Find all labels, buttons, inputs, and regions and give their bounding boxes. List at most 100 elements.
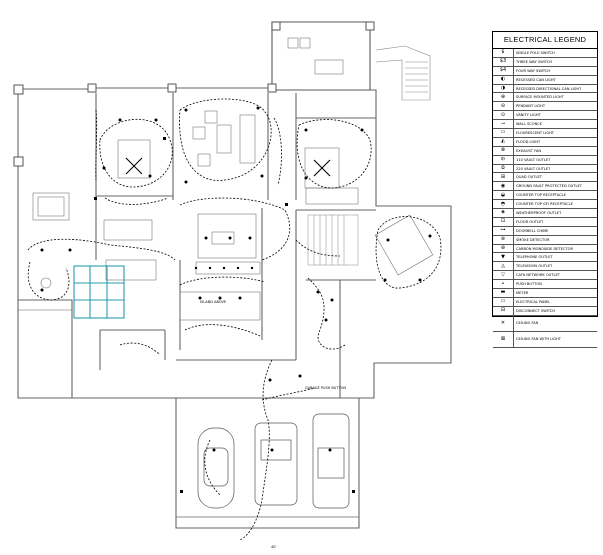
legend-label: SINGLE POLE SWITCH [516,50,555,55]
cars [197,413,350,509]
vanity-light-icon: ⊙ [493,111,514,120]
legend-row: ◒COUNTER TOP RECEPTACLE [493,191,597,201]
legend-label: CARBON MONOXIDE DETECTOR [516,246,573,251]
kitchen-counter [195,261,261,275]
columns [13,21,375,167]
dimension-note: 40' [271,545,277,549]
legend-row: ⊠CEILING FAN WITH LIGHT [493,331,597,348]
legend-row: ▼TELEPHONE OUTLET [493,253,597,263]
interior-stair [307,214,359,266]
legend-label: GROUND FAULT PROTECTED OUTLET [516,184,582,189]
quad-outlet-icon: ⊞ [493,173,514,182]
outlet-110v-icon: ⦶ [493,155,514,164]
three-way-switch-icon: $3 [493,57,514,66]
legend-row: ◈WEATHERPROOF OUTLET [493,209,597,218]
ceiling-fan-light-icon: ⊠ [493,331,514,347]
smoke-detector-icon: ⊚ [493,235,514,244]
weatherproof-outlet-icon: ◈ [493,209,514,217]
hot-tub [32,192,70,221]
porch-sofa [314,59,344,75]
legend-row: ◓COUNTER TOP GFI RECEPTACLE [493,200,597,210]
legend-label: RECESSED DIRECTIONAL CAN LIGHT [516,86,582,91]
island-note: ISLAND ABOVE [200,300,227,304]
legend-row: ⊶DOORBELL CHIME [493,226,597,236]
sofa [239,114,256,164]
single-pole-switch-icon: $ [493,49,514,57]
legend-label: COUNTER TOP RECEPTACLE [516,193,566,198]
truck-2 [254,422,298,506]
porch-top [271,21,371,91]
legend-label: 220 VAULT OUTLET [516,166,551,171]
legend-row: ⊕SURFACE MOUNTED LIGHT [493,93,597,103]
legend-label: FOUR WAY SWITCH [516,68,551,73]
truck-3 [312,413,350,509]
legend-label: CAT6 NETWORK OUTLET [516,273,560,278]
legend-title: ELECTRICAL LEGEND [493,32,597,49]
meter-icon: ▬ [493,289,514,297]
kitchen-island [197,213,257,259]
legend-row: ⊚SMOKE DETECTOR [493,235,597,245]
legend-row: ◬TELEVISION OUTLET [493,262,597,272]
directional-can-light-icon: ◑ [493,84,514,93]
legend-row: ▭FLOURESCENT LIGHT [493,129,597,138]
legend-row: ⊞QUAD OUTLET [493,173,597,183]
electrical-panel-icon: ▭ [493,297,514,306]
garage-push-button-note: GARAGE PUSH BUTTON [305,386,346,390]
selection-grid [73,265,125,319]
dining-table [105,259,157,281]
legend-row: ⊖PENDANT LIGHT [493,102,597,112]
outlet-220v-icon: ⦷ [493,164,514,173]
legend-label: PUSH BUTTON [516,282,542,287]
bed-left [117,139,151,179]
legend-label: FLOOD LIGHT [516,139,541,144]
legend-row: •PUSH BUTTON [493,280,597,290]
legend-label: SURFACE MOUNTED LIGHT [516,95,564,100]
legend-label: CEILING FAN [516,321,539,326]
legend-row: ✕CEILING FAN [493,315,597,332]
legend-label: COUNTER TOP GFI RECEPTACLE [516,202,573,207]
disconnect-switch-icon: ⊟ [493,306,514,315]
main-house-outline [17,21,452,529]
fluorescent-light-icon: ▭ [493,129,514,137]
legend-row: ⊸WALL SCONCE [493,120,597,130]
legend-label: TELEVISION OUTLET [516,264,553,269]
legend-label: METER [516,290,529,295]
recessed-can-light-icon: ◐ [493,75,514,84]
legend-row: ⦶110 VAULT OUTLET [493,155,597,165]
car-1 [197,427,235,509]
legend-label: WEATHERPROOF OUTLET [516,210,562,215]
legend-label: EXHAUST FAN [516,148,542,153]
legend-row: ⊟DISCONNECT SWITCH [493,306,597,316]
legend-row: ◐RECESSED CAN LIGHT [493,75,597,85]
legend-label: ELECTRICAL PANEL [516,299,551,304]
cat-outlet-icon: ▽ [493,271,514,280]
legend-label: QUAD OUTLET [516,175,542,180]
fixtures [40,106,432,493]
legend-row: ◑RECESSED DIRECTIONAL CAN LIGHT [493,84,597,94]
wall-sconce-icon: ⊸ [493,120,514,129]
legend-label: THREE WAY SWITCH [516,59,553,64]
doorbell-chime-icon: ⊶ [493,226,514,235]
legend-row: ⊗EXHAUST FAN [493,146,597,156]
surface-light-icon: ⊕ [493,93,514,102]
co-detector-icon: ⊛ [493,244,514,253]
legend-label: 110 VAULT OUTLET [516,157,551,162]
legend-label: VANITY LIGHT [516,113,541,118]
exhaust-fan-icon: ⊗ [493,146,514,155]
legend-label: DISCONNECT SWITCH [516,308,556,313]
legend-row: ▬METER [493,289,597,298]
legend-label: WALL SCONCE [516,122,543,127]
legend-row: ⊡FLOOR OUTLET [493,217,597,227]
wiring [27,98,442,541]
legend-label: CEILING FAN WITH LIGHT [516,337,561,342]
ceiling-fan-icon: ✕ [493,315,514,331]
legend-row: ▽CAT6 NETWORK OUTLET [493,271,597,281]
legend-label: FLOURESCENT LIGHT [516,130,554,135]
counter-gfi-receptacle-icon: ◓ [493,200,514,209]
ceiling-fan-icon [125,157,331,177]
legend-label: FLOOR OUTLET [516,219,544,224]
